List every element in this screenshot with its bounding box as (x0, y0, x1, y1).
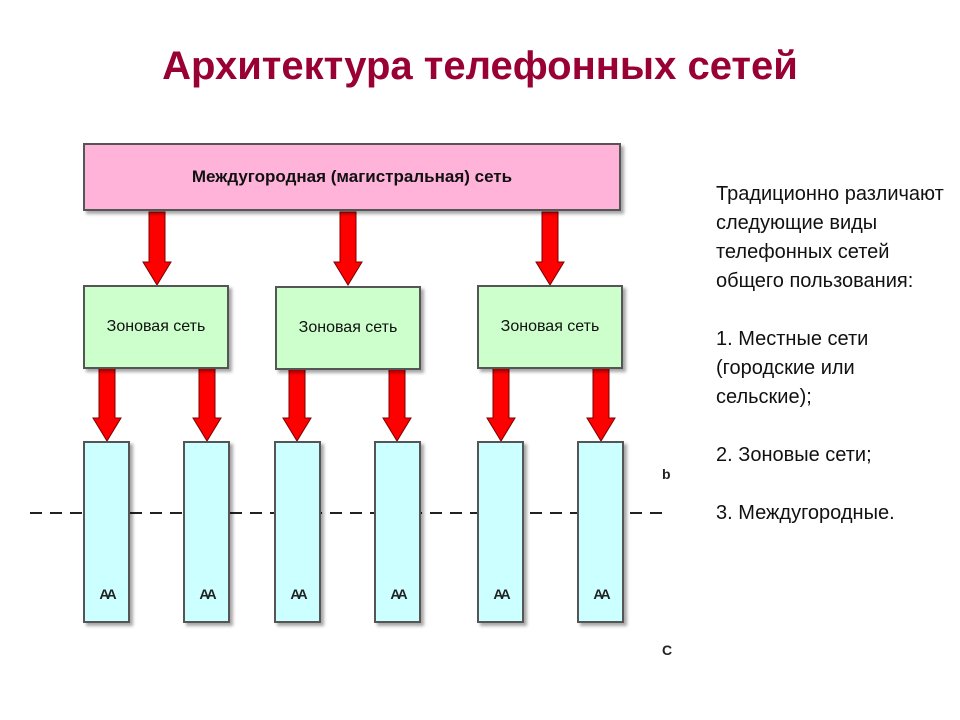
local-network-glyph: АА (290, 586, 307, 602)
zone-network-box-1: Зоновая сеть (83, 285, 229, 369)
page-title: Архитектура телефонных сетей (162, 44, 798, 88)
arrow-trunk-to-zone-2 (333, 211, 363, 286)
local-network-glyph: АА (99, 586, 116, 602)
arrow-trunk-to-zone-3 (535, 211, 565, 286)
local-network-glyph: АА (390, 586, 407, 602)
arrow-zone1-to-local-1 (92, 367, 122, 442)
side-glyph-top: b (662, 466, 671, 482)
zone-network-label: Зоновая сеть (500, 318, 600, 335)
zone-network-box-2: Зоновая сеть (275, 286, 421, 370)
description-intro: Традиционно различают следующие виды тел… (716, 183, 944, 292)
zone-network-label: Зоновая сеть (106, 318, 206, 335)
description-item-local: 1. Местные сети (городские или сельские)… (716, 328, 869, 408)
local-network-box-3: АА (274, 441, 321, 623)
local-network-box-2: АА (183, 441, 230, 623)
arrow-trunk-to-zone-1 (142, 211, 172, 286)
local-network-glyph: АА (593, 586, 610, 602)
side-glyph-bottom: C (662, 642, 673, 658)
description-item-longdistance: 3. Междугородные. (716, 502, 895, 524)
local-network-box-5: АА (477, 441, 524, 623)
description-item-zonal: 2. Зоновые сети; (716, 444, 872, 466)
local-network-box-4: АА (374, 441, 421, 623)
zone-network-label: Зоновая сеть (298, 319, 398, 336)
arrow-zone1-to-local-2 (192, 367, 222, 442)
arrow-zone3-to-local-6 (586, 367, 616, 442)
network-types-description: Традиционно различают следующие виды тел… (716, 180, 951, 528)
trunk-network-label: Междугородная (магистральная) сеть (191, 167, 513, 186)
arrow-zone2-to-local-4 (382, 367, 412, 442)
zone-network-box-3: Зоновая сеть (477, 285, 623, 369)
local-network-glyph: АА (199, 586, 216, 602)
local-network-box-6: АА (577, 441, 624, 623)
arrow-zone2-to-local-3 (282, 367, 312, 442)
arrow-zone3-to-local-5 (486, 367, 516, 442)
local-network-glyph: АА (493, 586, 510, 602)
trunk-network-box: Междугородная (магистральная) сеть (83, 143, 621, 211)
local-network-box-1: АА (83, 441, 130, 623)
